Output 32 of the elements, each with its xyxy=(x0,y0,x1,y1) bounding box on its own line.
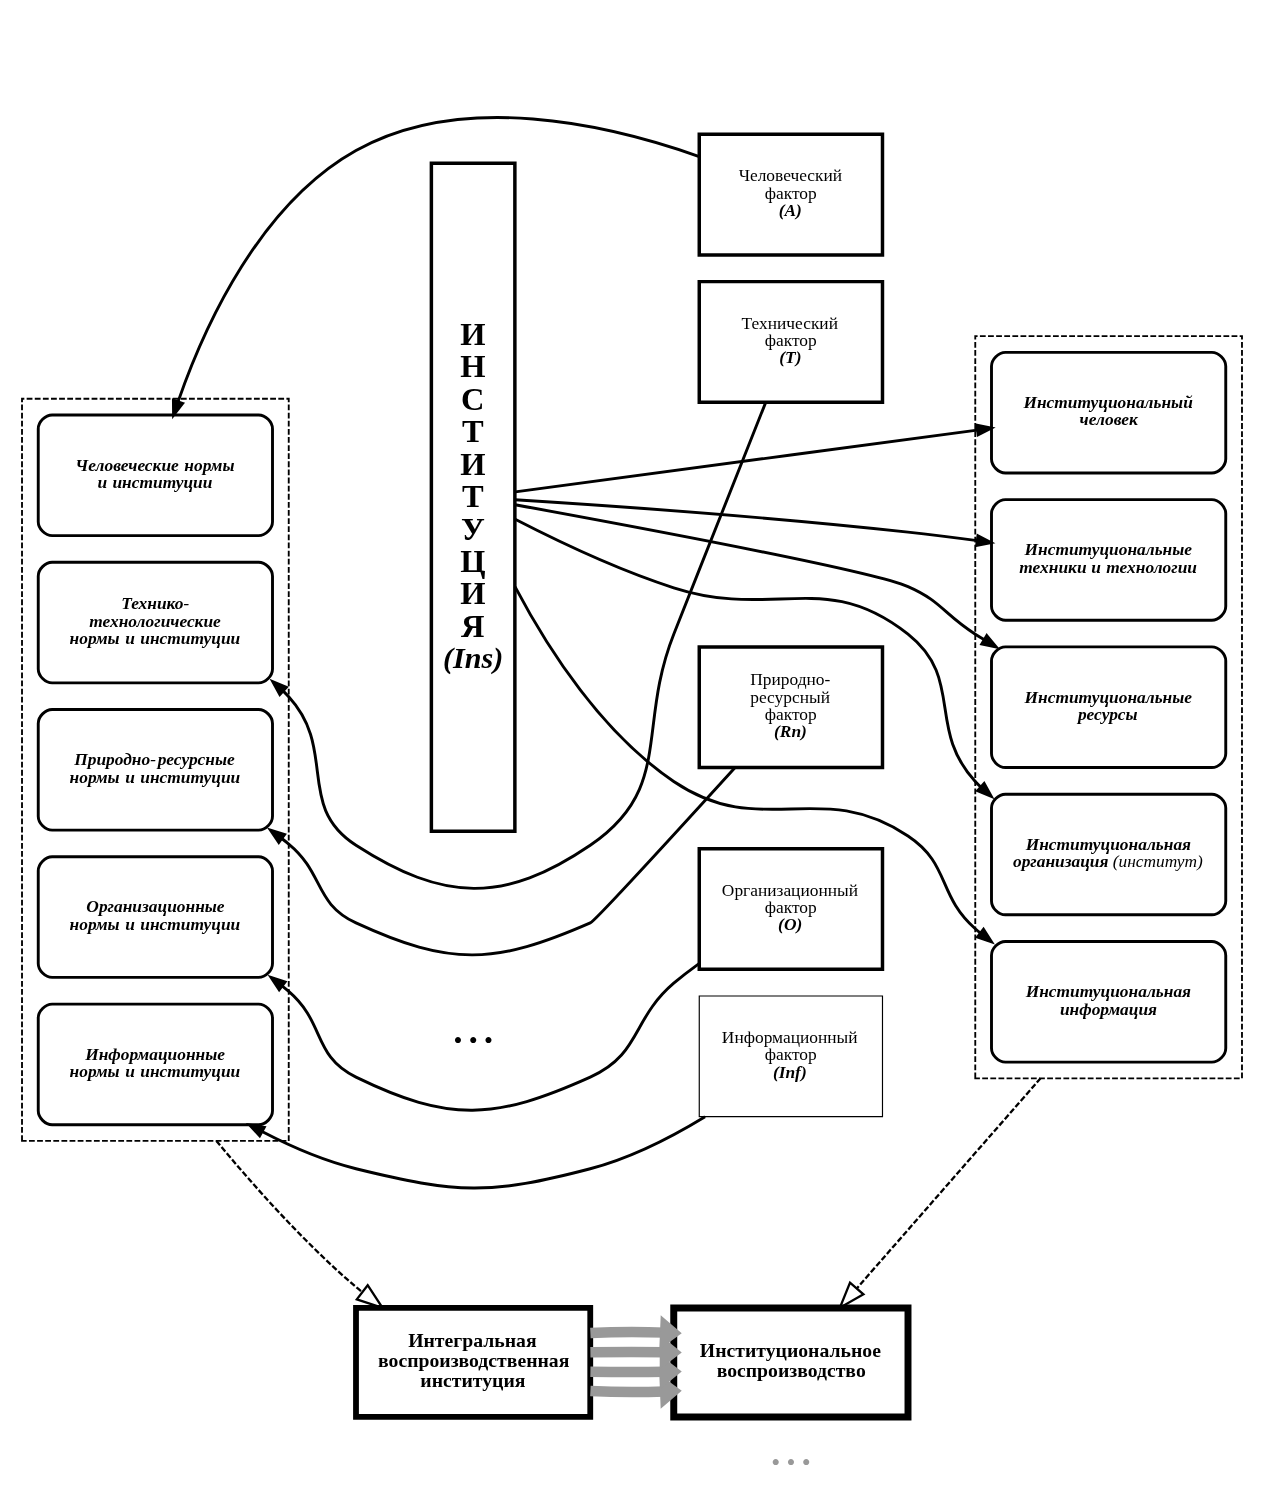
node-box: Институциональная организация (институт) xyxy=(990,792,1228,916)
arrow xyxy=(171,115,700,419)
label: • • • xyxy=(771,1447,811,1477)
node-box: ИНСТИТУЦИЯ (Ins) xyxy=(429,161,517,833)
arrow xyxy=(266,766,736,956)
node-box: Институциональные ресурсы xyxy=(990,644,1228,769)
label: • • • xyxy=(453,1025,493,1055)
arrow xyxy=(590,1314,682,1349)
node-box: Организационные нормы и институции xyxy=(36,854,274,979)
node-box: Институциональная информация xyxy=(990,939,1228,1064)
node-box: Технико-технологические нормы и институции xyxy=(36,560,274,684)
arrow xyxy=(267,961,700,1112)
node-box: Институциональные техники и технологии xyxy=(990,497,1228,622)
arrow xyxy=(513,585,995,944)
node-box: Организационный фактор (O) xyxy=(697,846,885,971)
node-box: Природно-ресурсные нормы и институции xyxy=(36,707,274,832)
arrow xyxy=(514,502,1000,649)
arrow xyxy=(514,517,995,799)
arrow xyxy=(245,1115,706,1189)
arrow xyxy=(514,497,996,547)
node-box: Информационный фактор (Inf) xyxy=(698,994,884,1117)
arrow xyxy=(269,401,768,889)
node-box: Институциональный человек xyxy=(990,350,1228,474)
node-box: Технический фактор (T) xyxy=(697,279,885,404)
arrow xyxy=(590,1374,682,1409)
node-box: Информационные нормы и институции xyxy=(36,1002,274,1126)
node-box: Интегральная воспроизводственная институция xyxy=(353,1304,594,1420)
node-box: Природно-ресурсный фактор (Rn) xyxy=(697,644,885,769)
arrow xyxy=(515,422,996,493)
node-box: Человеческие нормы и институции xyxy=(36,413,274,537)
node-box: Человеческий фактор (A) xyxy=(697,132,885,257)
node-box: Институциональное воспроизводство xyxy=(670,1303,912,1420)
